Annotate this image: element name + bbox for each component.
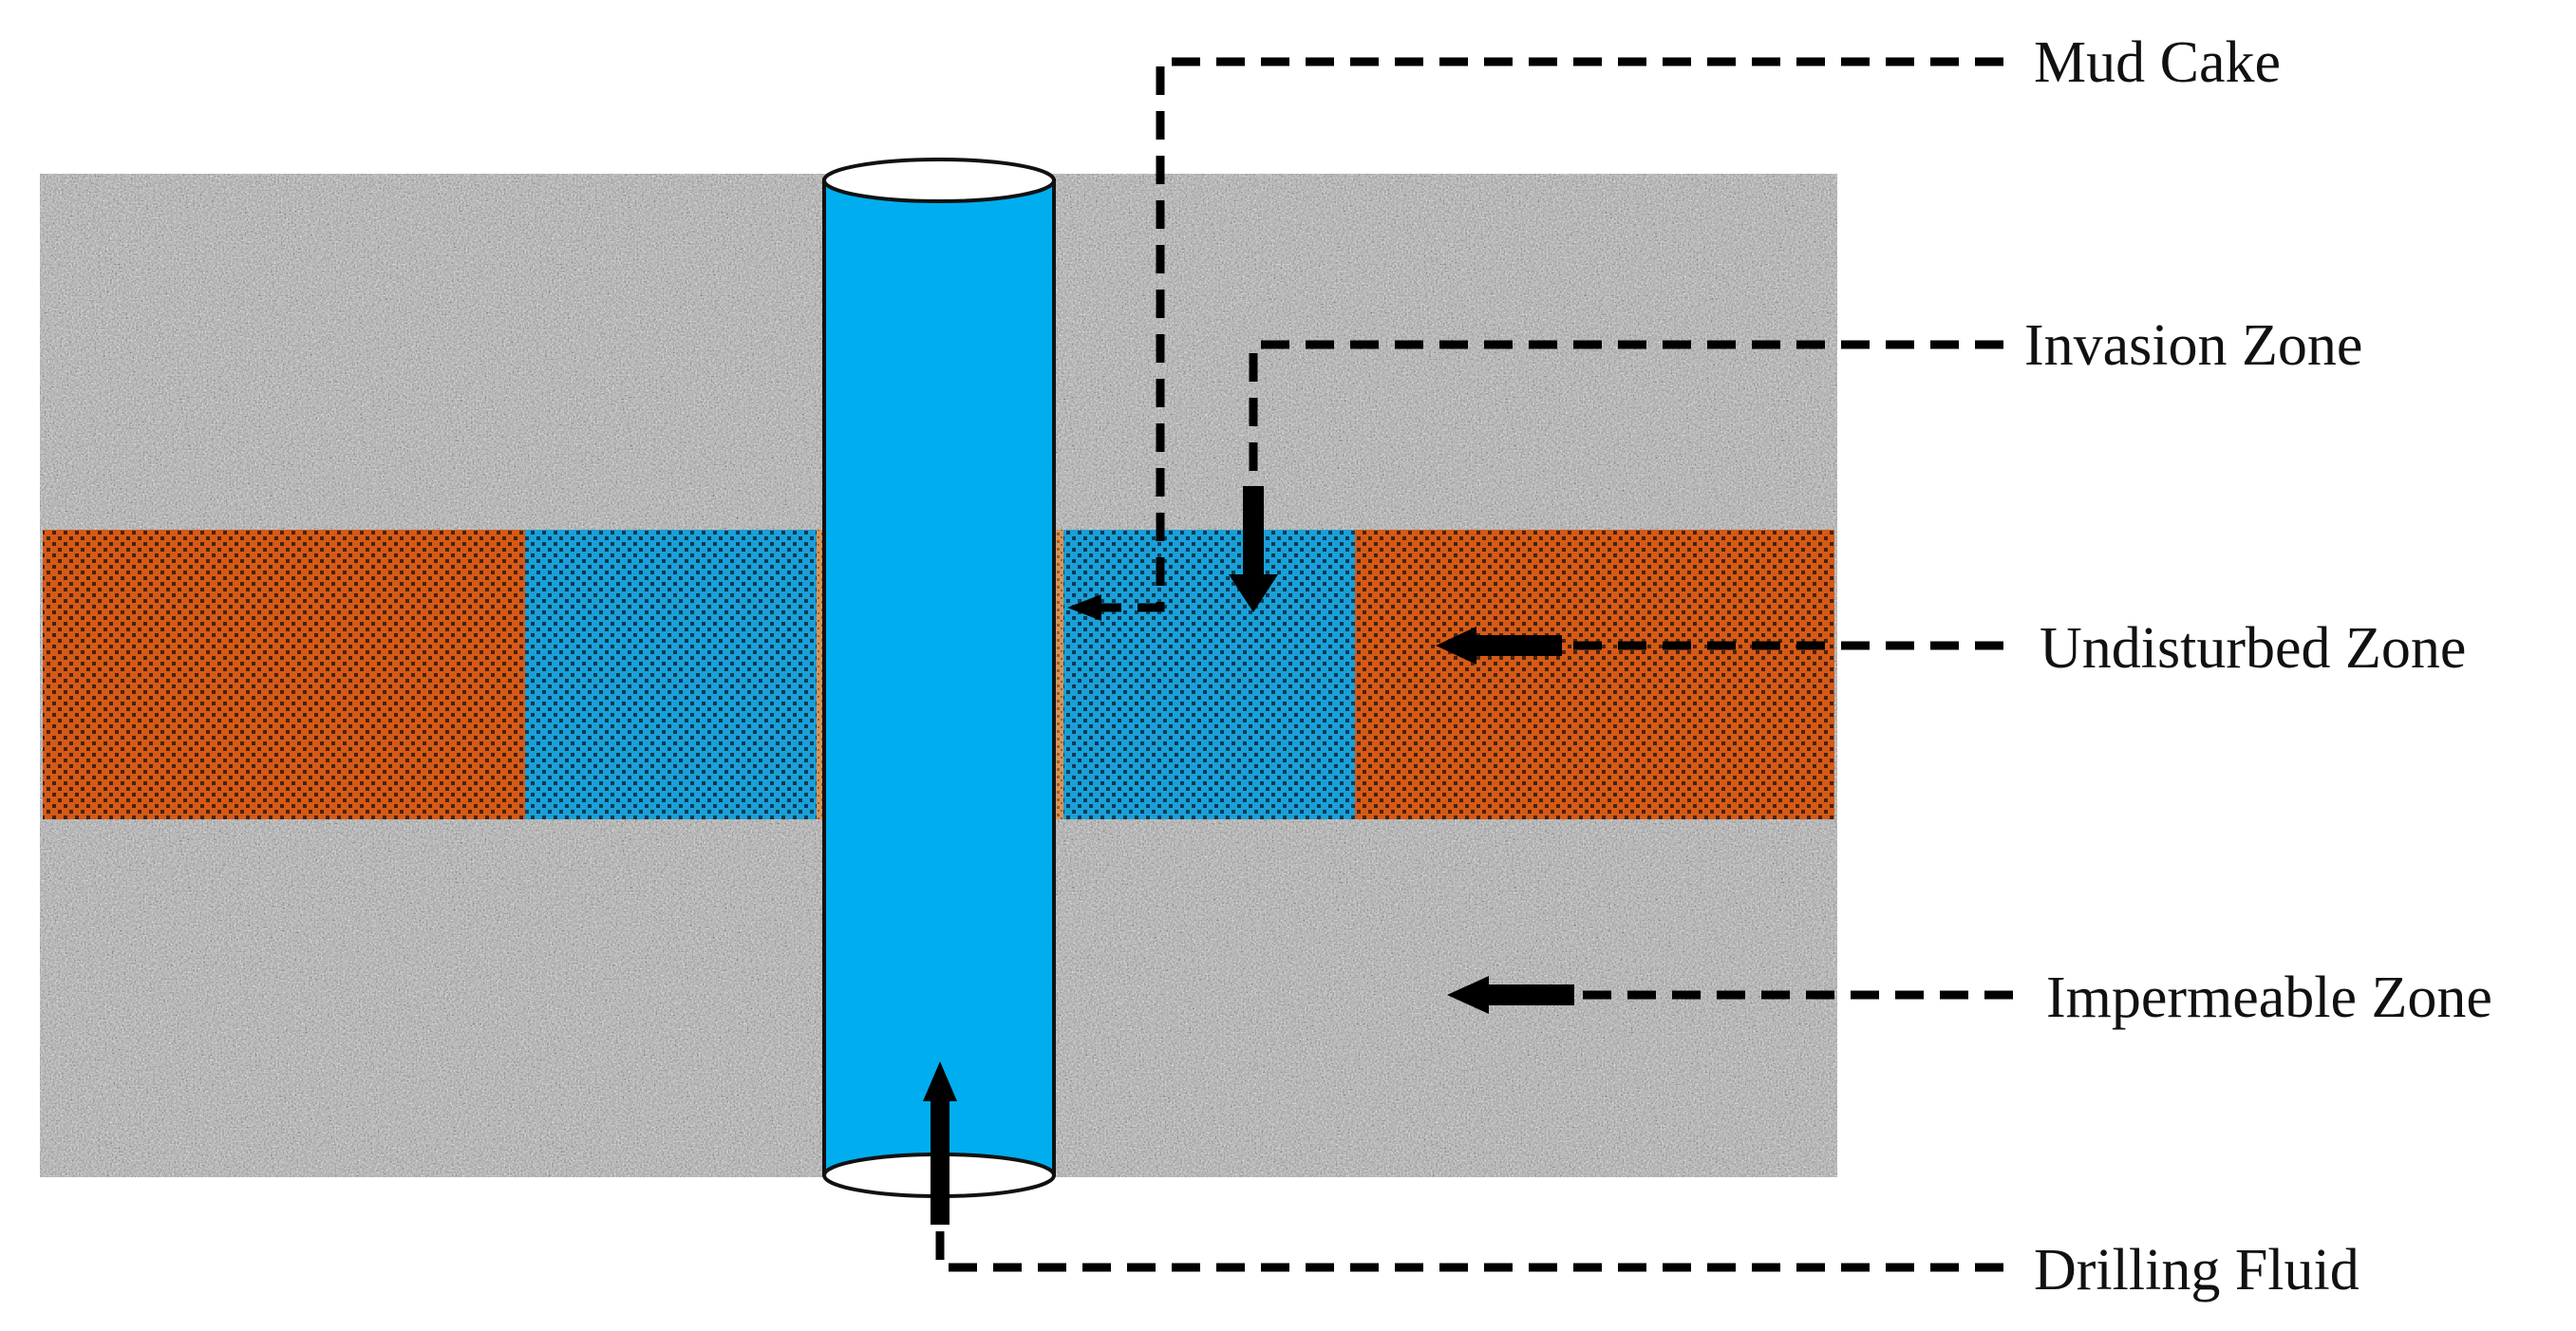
invasion-zone-leader	[1229, 340, 2003, 612]
impermeable-zone-leader	[1447, 976, 2013, 1014]
undisturbed-zone-leader	[1436, 627, 2003, 665]
mud-cake-leader	[1067, 57, 2003, 621]
undisturbed-zone-label: Undisturbed Zone	[2040, 616, 2466, 681]
drilling-fluid-label: Drilling Fluid	[2034, 1238, 2360, 1303]
drilling-fluid-leader	[923, 1061, 2003, 1272]
invasion-zone-label: Invasion Zone	[2024, 313, 2362, 378]
impermeable-zone-label: Impermeable Zone	[2046, 965, 2492, 1030]
mud-cake-label: Mud Cake	[2034, 30, 2281, 95]
undisturbed-zone-layer	[43, 530, 1834, 819]
invasion-zone-layer	[525, 530, 1355, 819]
wellbore-cylinder	[822, 158, 1056, 1198]
